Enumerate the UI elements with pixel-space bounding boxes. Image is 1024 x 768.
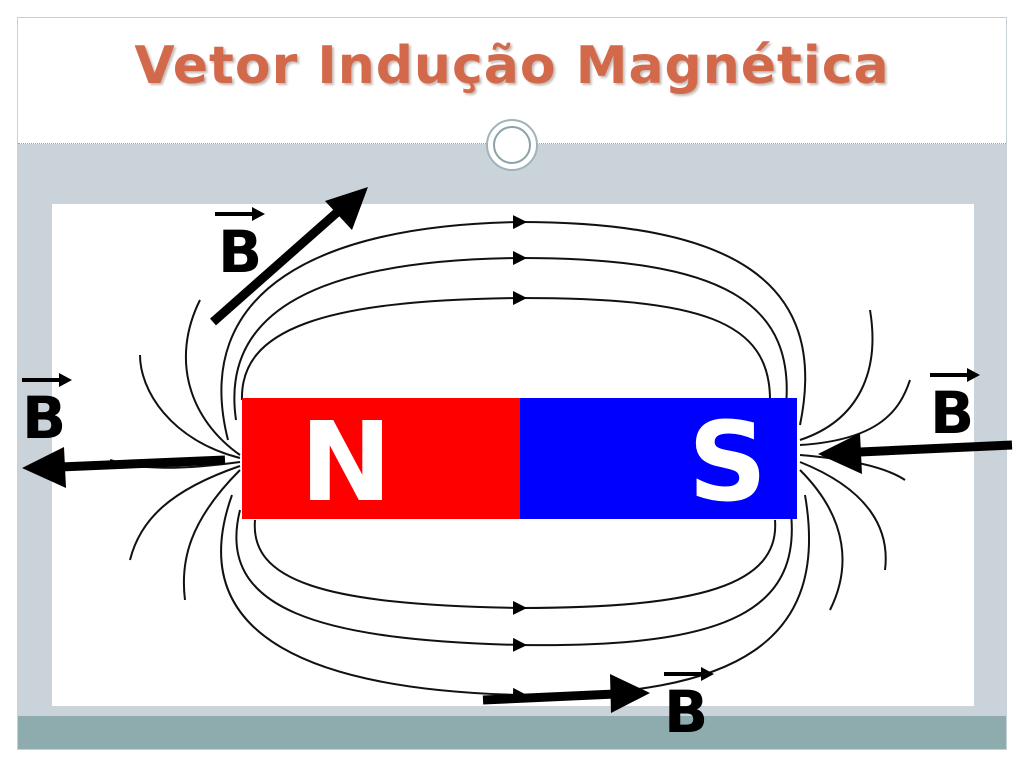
vector-right: B bbox=[818, 368, 1013, 474]
field-line-top-2 bbox=[233, 251, 788, 421]
slide-title: Vetor Indução Magnética bbox=[134, 36, 890, 96]
field-line-right-2 bbox=[799, 379, 911, 446]
north-label: N bbox=[300, 398, 392, 526]
bottom-bar bbox=[18, 716, 1006, 749]
field-lines bbox=[109, 215, 911, 702]
divider-ornament bbox=[486, 119, 538, 171]
field-line-right-3 bbox=[799, 454, 906, 481]
field-line-right-5 bbox=[799, 469, 844, 611]
vector-label: B bbox=[218, 218, 262, 286]
vector-label: B bbox=[930, 379, 974, 447]
bar-magnet: N S bbox=[242, 398, 797, 526]
field-line-bottom-1 bbox=[253, 519, 777, 615]
field-line-right-1 bbox=[799, 309, 874, 441]
field-line-top-3 bbox=[220, 215, 807, 441]
field-line-top-1 bbox=[240, 291, 771, 401]
field-line-right-4 bbox=[799, 461, 887, 571]
vector-label: B bbox=[22, 384, 66, 452]
vector-top-left: B bbox=[210, 187, 368, 326]
vector-left: B bbox=[22, 373, 226, 488]
field-line-left-1 bbox=[185, 299, 241, 456]
south-label: S bbox=[688, 398, 767, 526]
south-pole bbox=[520, 398, 797, 519]
field-line-bottom-2 bbox=[235, 504, 793, 652]
field-line-left-2 bbox=[139, 354, 241, 459]
vector-label: B bbox=[664, 678, 708, 746]
north-pole bbox=[242, 398, 520, 519]
field-line-left-4 bbox=[129, 465, 241, 561]
vector-bottom: B bbox=[482, 667, 714, 746]
field-line-left-5 bbox=[182, 469, 241, 601]
